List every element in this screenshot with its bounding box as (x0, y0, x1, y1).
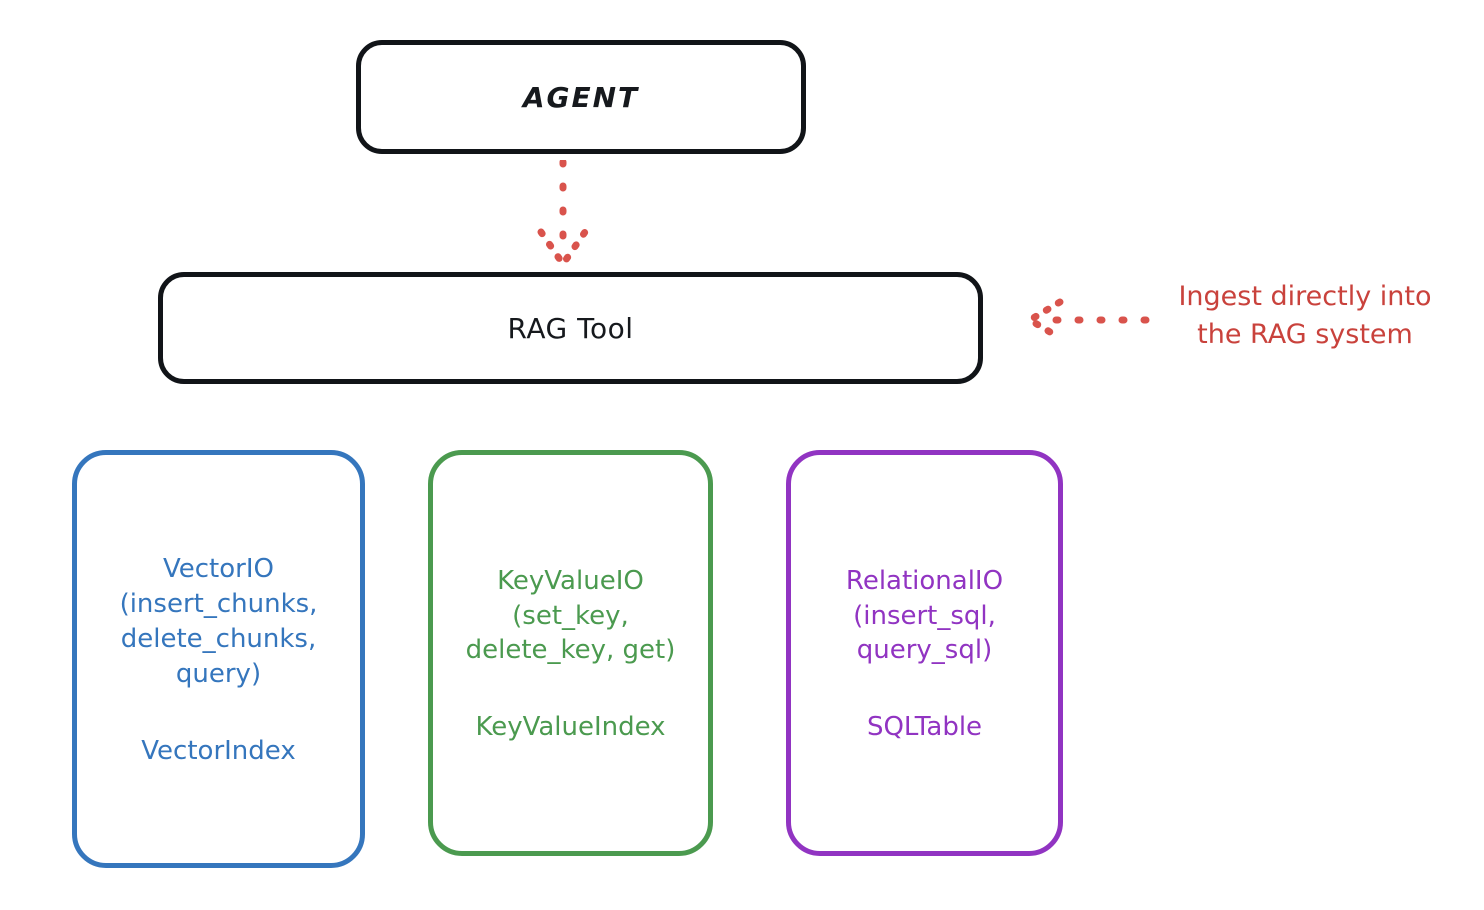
node-relational-io-index: SQLTable (866, 712, 983, 743)
node-agent-label: AGENT (522, 80, 640, 114)
node-agent[interactable]: AGENT (356, 40, 806, 154)
node-vector-io[interactable]: VectorIO (insert_chunks, delete_chunks, … (72, 450, 365, 868)
node-rag-tool-label: RAG Tool (507, 311, 634, 345)
node-vector-io-api: VectorIO (insert_chunks, delete_chunks, … (119, 554, 318, 689)
arrow-agent-to-rag-tool (537, 160, 589, 268)
node-key-value-io-api: KeyValueIO (set_key, delete_key, get) (465, 565, 676, 666)
arrow-ingest-annotation (1026, 298, 1150, 342)
node-vector-io-index: VectorIndex (141, 735, 296, 766)
annotation-ingest-directly: Ingest directly into the RAG system (1178, 281, 1432, 351)
node-key-value-io[interactable]: KeyValueIO (set_key, delete_key, get) Ke… (428, 450, 713, 856)
node-key-value-io-index: KeyValueIndex (475, 712, 666, 743)
node-relational-io[interactable]: RelationalIO (insert_sql, query_sql) SQL… (786, 450, 1063, 856)
node-relational-io-api: RelationalIO (insert_sql, query_sql) (845, 565, 1004, 666)
node-rag-tool[interactable]: RAG Tool (158, 272, 983, 384)
